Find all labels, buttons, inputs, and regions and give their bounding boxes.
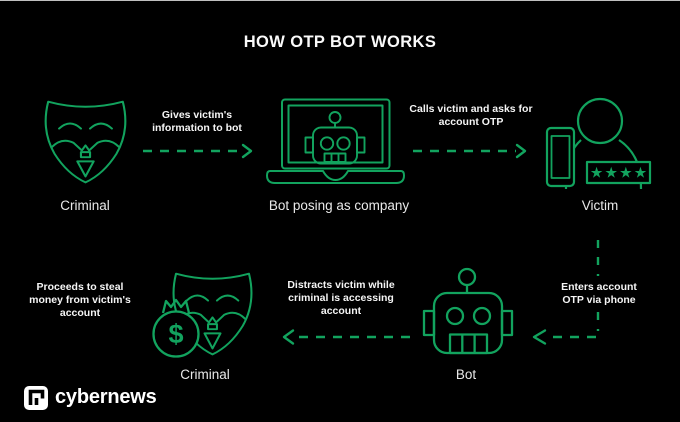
laptop-robot-icon xyxy=(266,98,405,184)
step-text-gives-info: Gives victim's information to bot xyxy=(152,109,242,134)
step-text-calls-victim: Calls victim and asks for account OTP xyxy=(409,103,533,128)
arrow-bot-to-criminal xyxy=(282,329,410,345)
page-title: HOW OTP BOT WORKS xyxy=(243,33,437,51)
arrow-criminal-to-bot xyxy=(143,143,253,159)
top-edge-line xyxy=(0,0,680,1)
node-label-bot-laptop: Bot posing as company xyxy=(268,198,410,213)
step-text-enters-otp: Enters account OTP via phone xyxy=(561,281,637,306)
anonymous-mask-moneybag-icon xyxy=(152,272,253,358)
logo-wordmark: cybernews xyxy=(55,386,157,408)
node-label-victim: Victim xyxy=(581,198,619,213)
otp-mask-stars: ★★★★ xyxy=(590,165,650,180)
cybernews-logo: cybernews xyxy=(24,385,157,410)
person-with-phone-icon xyxy=(545,97,652,190)
arrow-bot-to-victim xyxy=(413,143,527,159)
dollar-sign: $ xyxy=(168,319,184,349)
money-bag-icon xyxy=(152,298,200,358)
step-text-distracts-victim: Distracts victim while criminal is acces… xyxy=(287,279,395,317)
otp-field-box xyxy=(585,160,652,185)
step-text-steals-money: Proceeds to steal money from victim's ac… xyxy=(29,281,131,319)
node-label-criminal-bottom: Criminal xyxy=(180,367,230,382)
arrow-victim-to-bot xyxy=(532,240,600,345)
node-label-bot: Bot xyxy=(455,367,477,382)
anonymous-mask-icon xyxy=(44,100,127,184)
node-label-criminal-top: Criminal xyxy=(60,198,110,213)
cybernews-logo-icon xyxy=(24,386,48,410)
robot-icon xyxy=(422,267,514,355)
